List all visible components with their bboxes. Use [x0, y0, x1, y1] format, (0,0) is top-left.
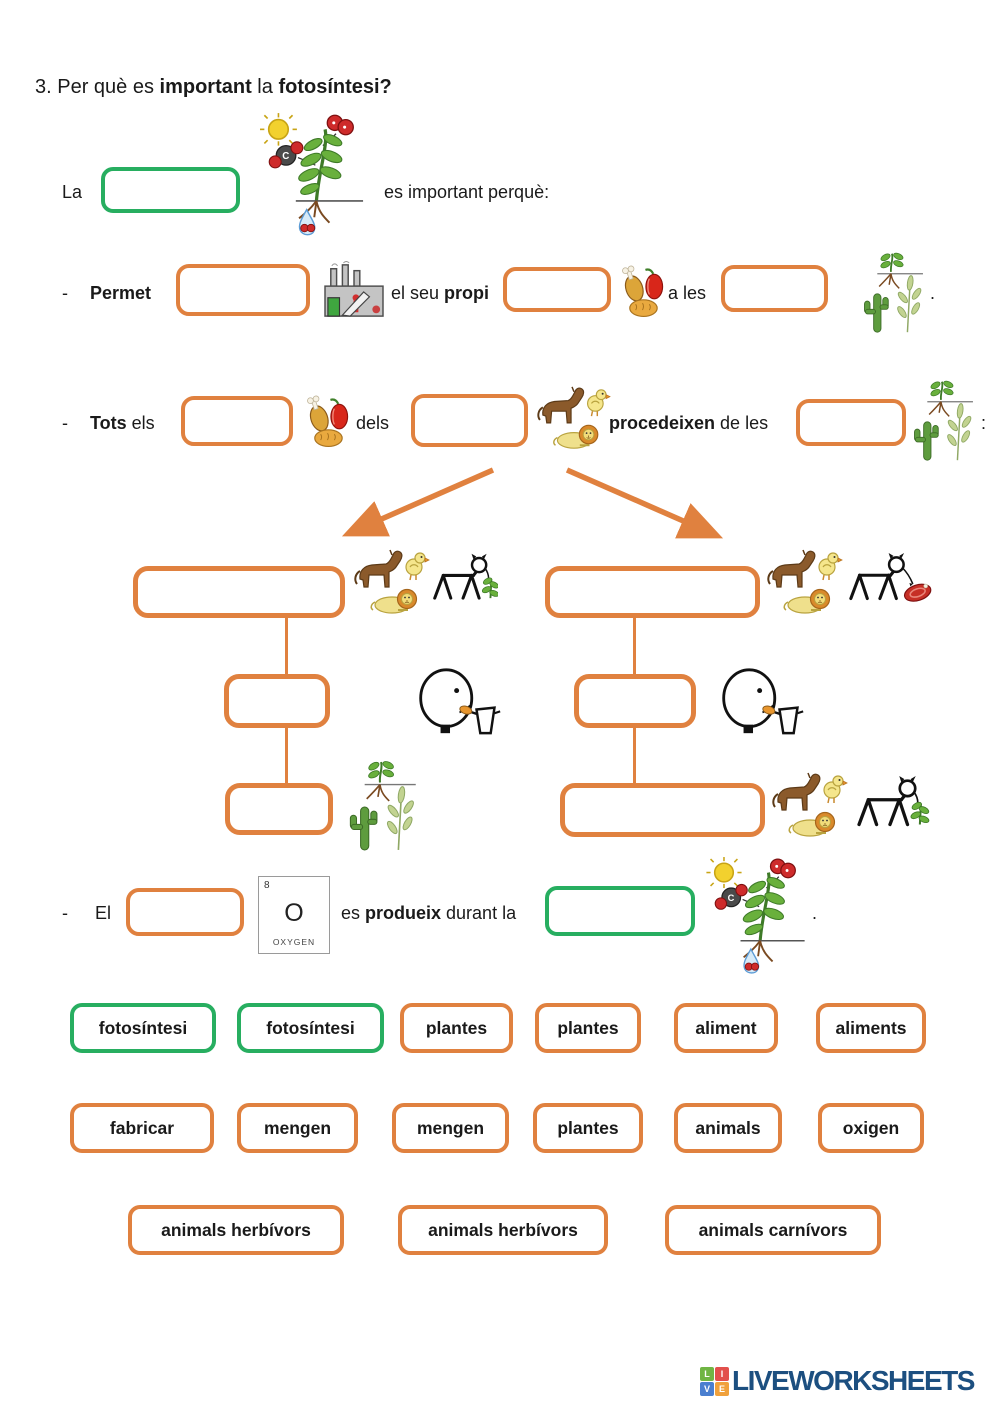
word-chip-fotosintesi-1[interactable]: fotosíntesi [70, 1003, 216, 1053]
left-connector-top [285, 617, 288, 675]
animals-icon [537, 385, 611, 450]
liveworksheets-logo-tiles: L I V E [700, 1366, 729, 1396]
bullet2-lead-label: Tots els [90, 413, 155, 433]
left-branch-arrow [341, 467, 495, 537]
animals-icon [772, 772, 848, 837]
bullet3-el-label: El [95, 903, 112, 923]
photosynthesis-icon [258, 112, 365, 237]
bullet1-mid-label: el seu propi [391, 283, 490, 303]
intro-tail-label: es important perquè: [384, 182, 550, 202]
answer-box-a-les[interactable] [721, 265, 828, 312]
logo-tile-e: E [715, 1381, 729, 1396]
answer-box-tots-els[interactable] [181, 396, 293, 446]
intro-la-label: La [62, 182, 83, 202]
plants-icon [863, 250, 924, 334]
word-chip-fabricar[interactable]: fabricar [70, 1103, 214, 1153]
diagram-left-bottom-box[interactable] [225, 783, 333, 835]
diagram-right-top-box[interactable] [545, 566, 760, 618]
bullet2-procedeixen-label: procedeixen de les [609, 413, 769, 433]
answer-box-durant-la[interactable] [545, 886, 695, 936]
answer-box-propi[interactable] [503, 267, 611, 312]
diagram-left-top-box[interactable] [133, 566, 345, 618]
diagram-right-bottom-box[interactable] [560, 783, 765, 837]
answer-box-el[interactable] [126, 888, 244, 936]
bullet1-permet-label: Permet [90, 283, 152, 303]
word-chip-animals-herbivors-2[interactable]: animals herbívors [398, 1205, 608, 1255]
bullet3-dash: - [62, 903, 68, 923]
bullet2-dash: - [62, 413, 68, 433]
word-chip-animals-carnivors[interactable]: animals carnívors [665, 1205, 881, 1255]
oxygen-name: OXYGEN [272, 937, 316, 947]
answer-box-permet[interactable] [176, 264, 310, 316]
logo-tile-i: I [715, 1366, 729, 1381]
animals-icon [354, 549, 430, 614]
bullet2-colon: : [981, 413, 987, 433]
answer-box-la[interactable] [101, 167, 240, 213]
oxygen-atomic-number: 8 [264, 880, 270, 891]
left-connector-bottom [285, 727, 288, 784]
word-chip-plantes-1[interactable]: plantes [400, 1003, 513, 1053]
answer-box-dels[interactable] [411, 394, 528, 447]
word-chip-aliment[interactable]: aliment [674, 1003, 778, 1053]
photosynthesis-icon [704, 856, 807, 975]
branch-arrows [341, 467, 724, 539]
liveworksheets-logo: L I V E LIVEWORKSHEETS [700, 1365, 975, 1397]
food-icon [619, 263, 664, 318]
logo-tile-l: L [700, 1366, 714, 1381]
bullet1-period: . [930, 283, 936, 303]
right-branch-arrow [565, 467, 724, 539]
word-chip-mengen-1[interactable]: mengen [237, 1103, 358, 1153]
word-chip-mengen-2[interactable]: mengen [392, 1103, 509, 1153]
word-chip-plantes-2[interactable]: plantes [535, 1003, 641, 1053]
carnivore-stick-animal-icon [849, 551, 935, 606]
oxygen-element-tile: 8 O OXYGEN [258, 876, 330, 954]
word-chip-animals-herbivors-1[interactable]: animals herbívors [128, 1205, 344, 1255]
bullet1-dash: - [62, 283, 68, 303]
animals-icon [767, 549, 843, 614]
bullet2-dels-label: dels [356, 413, 390, 433]
plants-icon [349, 758, 417, 851]
factory-icon [324, 261, 384, 317]
word-chip-aliments[interactable]: aliments [816, 1003, 926, 1053]
word-chip-plantes-3[interactable]: plantes [533, 1103, 643, 1153]
oxygen-symbol: O [284, 899, 304, 927]
bullet1-ales-label: a les [668, 283, 707, 303]
plants-icon [913, 378, 974, 462]
liveworksheets-brand-text: LIVEWORKSHEETS [732, 1365, 975, 1396]
herbivore-stick-animal-icon [433, 552, 498, 600]
right-connector-top [633, 617, 636, 675]
eating-person-icon [419, 668, 502, 735]
page-title: 3. Per què es important la fotosíntesi? [35, 76, 392, 98]
food-icon [304, 393, 349, 448]
herbivore-stick-animal-icon [857, 775, 930, 827]
answer-box-de-les[interactable] [796, 399, 906, 446]
logo-tile-v: V [700, 1381, 714, 1396]
word-chip-oxigen[interactable]: oxigen [818, 1103, 924, 1153]
bullet3-period: . [812, 903, 818, 923]
eating-person-icon [722, 668, 805, 735]
word-chip-fotosintesi-2[interactable]: fotosíntesi [237, 1003, 384, 1053]
word-chip-animals[interactable]: animals [674, 1103, 782, 1153]
right-connector-bottom [633, 727, 636, 784]
diagram-right-middle-box[interactable] [574, 674, 696, 728]
diagram-left-middle-box[interactable] [224, 674, 330, 728]
bullet3-mid-label: es produeix durant la [341, 903, 517, 923]
